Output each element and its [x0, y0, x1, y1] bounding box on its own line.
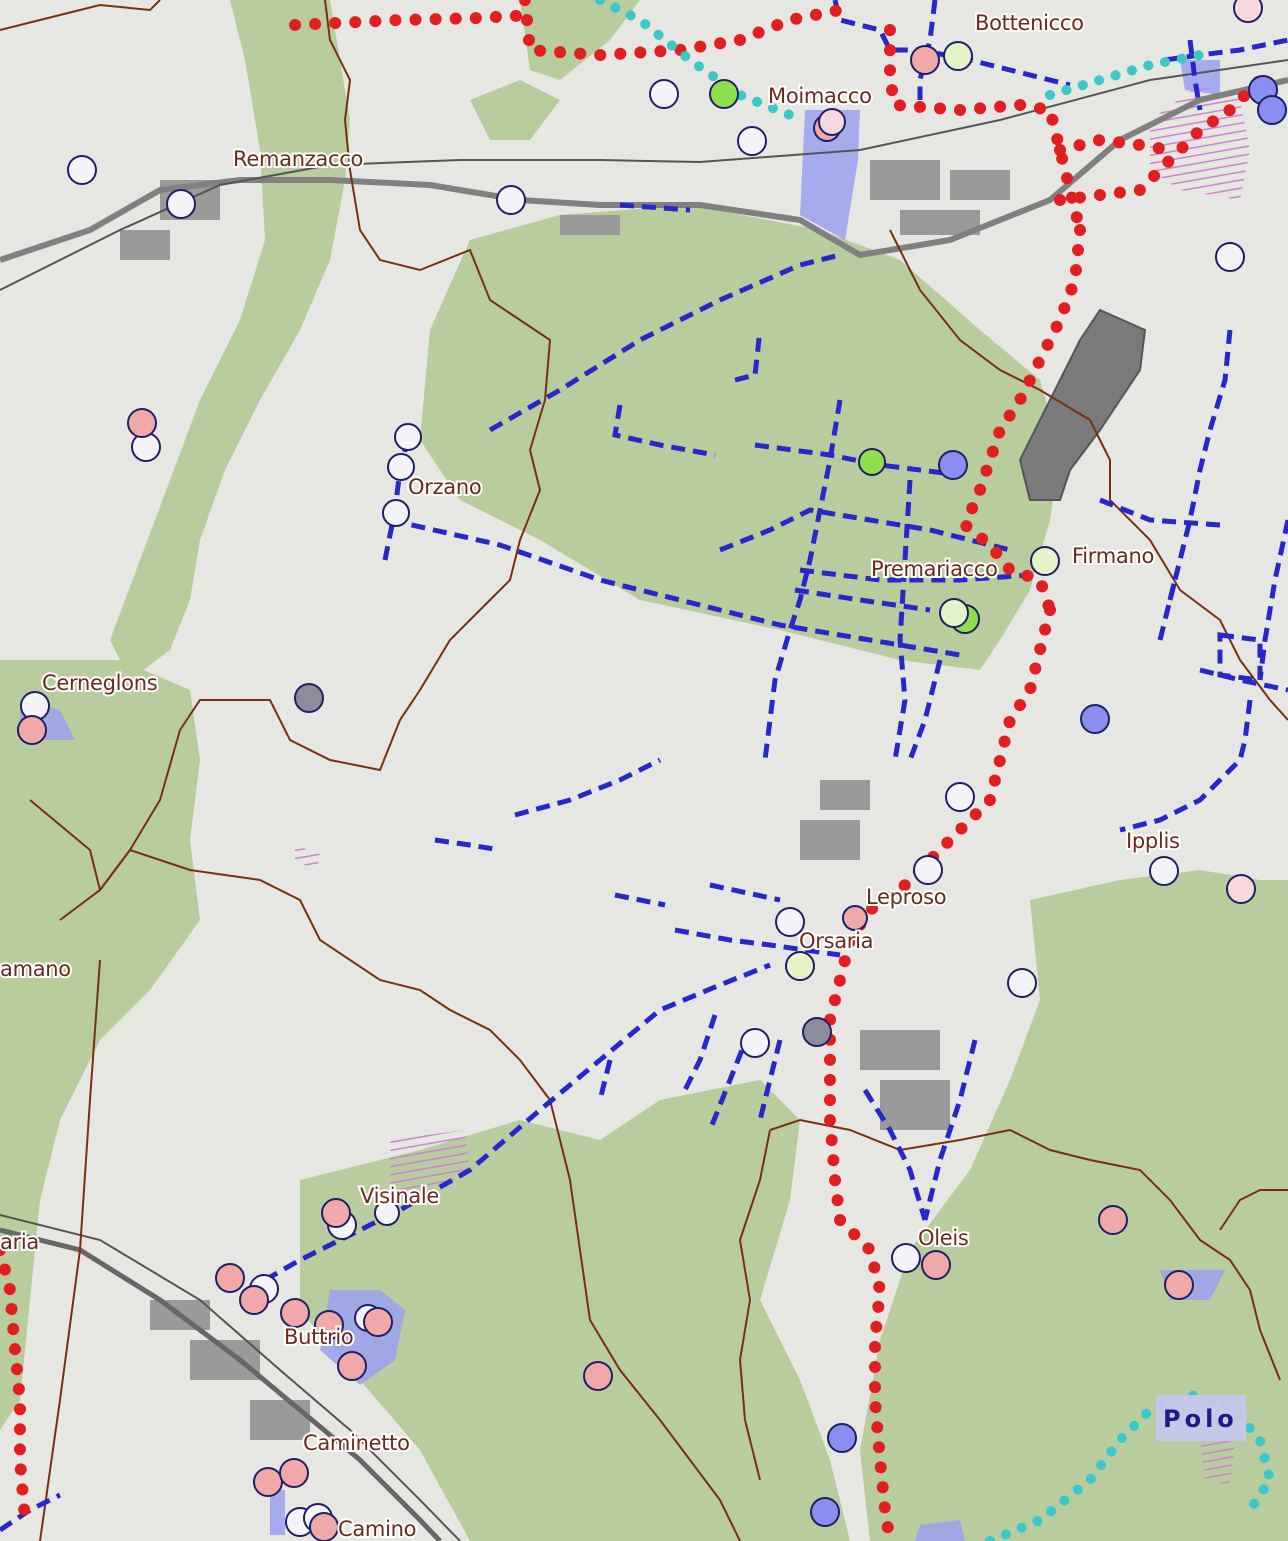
poi-marker[interactable]: [810, 1497, 840, 1527]
poi-marker[interactable]: [363, 1307, 393, 1337]
label-remanzacco: Remanzacco: [233, 147, 363, 171]
label-leproso: Leproso: [866, 885, 946, 909]
poi-marker[interactable]: [1007, 968, 1037, 998]
poi-marker[interactable]: [166, 189, 196, 219]
label-orsaria: Orsaria: [799, 929, 873, 953]
label-moimacco: Moimacco: [768, 84, 872, 108]
poi-marker[interactable]: [943, 41, 973, 71]
label-visinale: Visinale: [360, 1184, 439, 1208]
label-camino: Camino: [338, 1517, 416, 1541]
poi-marker[interactable]: [127, 408, 157, 438]
label-polo: Polo: [1163, 1405, 1238, 1433]
label-bottenicco: Bottenicco: [975, 11, 1084, 35]
label-orzano: Orzano: [408, 475, 481, 499]
poi-marker[interactable]: [337, 1351, 367, 1381]
poi-marker[interactable]: [827, 1423, 857, 1453]
town-labels: Bottenicco Moimacco Remanzacco Orzano Fi…: [0, 9, 1182, 1541]
poi-marker[interactable]: [891, 1243, 921, 1273]
poi-marker[interactable]: [938, 450, 968, 480]
poi-marker[interactable]: [67, 155, 97, 185]
poi-marker[interactable]: [1257, 95, 1287, 125]
label-firmano: Firmano: [1072, 544, 1154, 568]
poi-marker[interactable]: [858, 448, 886, 476]
poi-marker[interactable]: [239, 1285, 269, 1315]
poi-marker[interactable]: [775, 907, 805, 937]
poi-marker[interactable]: [945, 782, 975, 812]
label-aria: aria: [0, 1230, 39, 1254]
poi-marker[interactable]: [842, 905, 868, 931]
poi-marker[interactable]: [939, 598, 969, 628]
label-amano: amano: [0, 957, 71, 981]
poi-marker[interactable]: [314, 1310, 344, 1340]
poi-marker[interactable]: [910, 45, 940, 75]
label-oleis: Oleis: [918, 1226, 969, 1250]
poi-marker[interactable]: [785, 951, 815, 981]
poi-marker[interactable]: [17, 715, 47, 745]
poi-marker[interactable]: [1098, 1205, 1128, 1235]
poi-marker[interactable]: [321, 1198, 351, 1228]
poi-marker[interactable]: [279, 1458, 309, 1488]
label-caminetto: Caminetto: [303, 1431, 410, 1455]
poi-marker[interactable]: [737, 126, 767, 156]
poi-marker[interactable]: [374, 1200, 400, 1226]
poi-marker[interactable]: [1215, 242, 1245, 272]
poi-marker[interactable]: [1030, 546, 1060, 576]
poi-marker[interactable]: [309, 1512, 339, 1541]
poi-marker[interactable]: [1164, 1270, 1194, 1300]
poi-marker[interactable]: [1149, 856, 1179, 886]
poi-marker[interactable]: [387, 453, 415, 481]
label-premariacco: Premariacco: [871, 557, 998, 581]
label-cerneglons: Cerneglons: [42, 671, 157, 695]
poi-marker[interactable]: [382, 499, 410, 527]
poi-marker[interactable]: [280, 1298, 310, 1328]
poi-marker[interactable]: [215, 1263, 245, 1293]
poi-marker[interactable]: [253, 1467, 283, 1497]
poi-marker[interactable]: [583, 1361, 613, 1391]
quarry-area: [1018, 308, 1147, 501]
poi-marker[interactable]: [394, 423, 422, 451]
poi-marker[interactable]: [649, 79, 679, 109]
poi-marker[interactable]: [294, 683, 324, 713]
label-ipplis: Ipplis: [1126, 829, 1180, 853]
label-buttrio: Buttrio: [284, 1325, 353, 1349]
poi-marker[interactable]: [1226, 874, 1256, 904]
poi-marker[interactable]: [1233, 0, 1263, 23]
poi-marker[interactable]: [913, 855, 943, 885]
poi-marker[interactable]: [921, 1250, 951, 1280]
poi-marker[interactable]: [496, 185, 526, 215]
cyan-dotted-route: [595, 0, 1276, 1541]
poi-marker[interactable]: [802, 1017, 832, 1047]
poi-markers[interactable]: [17, 0, 1287, 1541]
buildings: [120, 160, 1010, 1440]
poi-marker[interactable]: [818, 108, 846, 136]
poi-marker[interactable]: [709, 79, 739, 109]
polo-badge: Polo: [1156, 1395, 1246, 1441]
poi-marker[interactable]: [1080, 704, 1110, 734]
poi-marker[interactable]: [740, 1028, 770, 1058]
